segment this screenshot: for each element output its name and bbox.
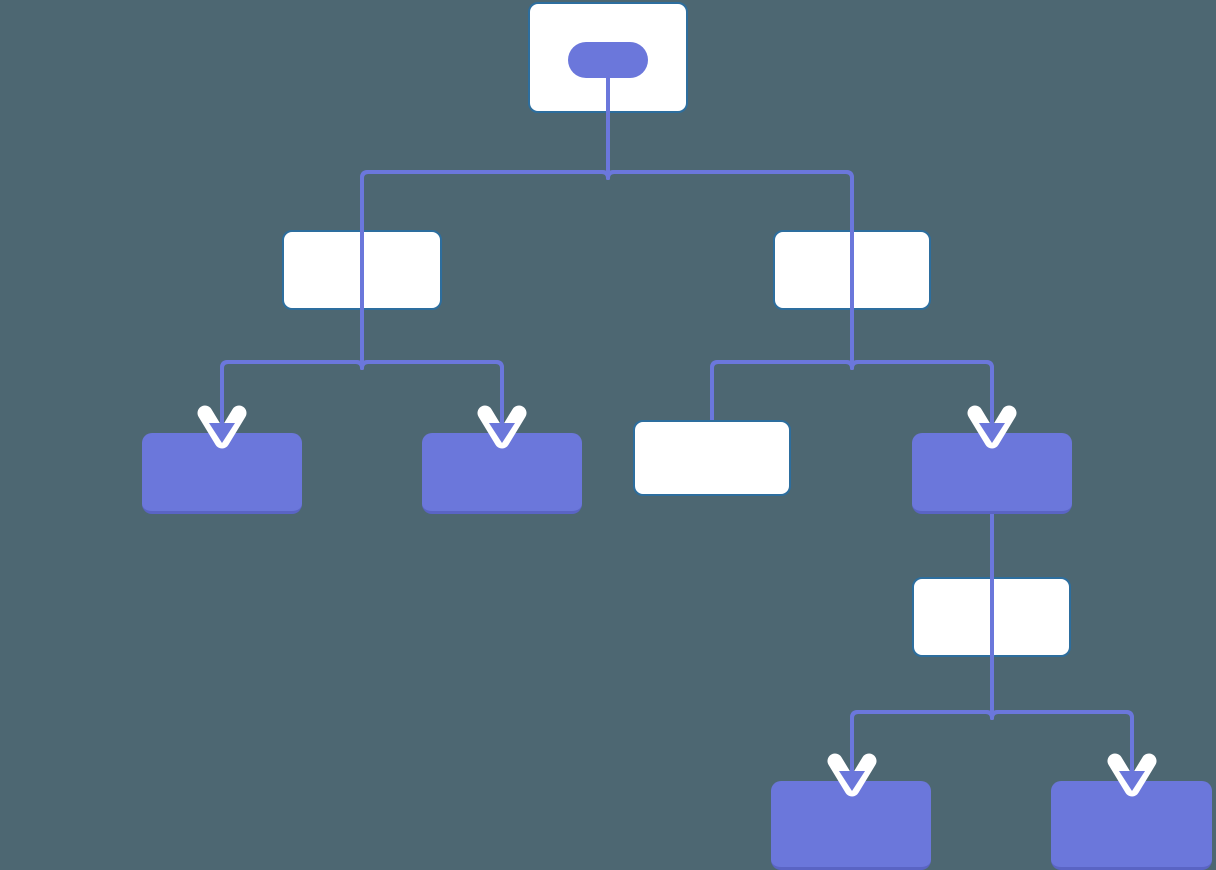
- node-n1[interactable]: [528, 2, 688, 113]
- edge-e8: [850, 657, 994, 778]
- edge-e9: [990, 657, 1134, 778]
- edge-e6: [850, 310, 994, 430]
- edge-e5: [710, 310, 854, 420]
- edge-e3: [220, 310, 364, 430]
- edge-through-e5: [710, 310, 854, 420]
- arrow-stem-e9: [1130, 749, 1134, 777]
- node-n2[interactable]: [282, 230, 442, 310]
- edge-through-group: [220, 58, 1134, 778]
- node-n10[interactable]: [1051, 781, 1212, 870]
- node-n6[interactable]: [633, 420, 791, 496]
- node-n8[interactable]: [912, 577, 1071, 657]
- edge-e4: [360, 310, 504, 430]
- arrow-stem-e8: [850, 749, 854, 777]
- edge-group: [220, 58, 1134, 778]
- node-pill-badge: [568, 42, 648, 78]
- arrow-stem-e4: [500, 401, 504, 429]
- node-n4[interactable]: [142, 433, 302, 514]
- node-n7[interactable]: [912, 433, 1072, 514]
- node-n5[interactable]: [422, 433, 582, 514]
- edge-through-e4: [360, 310, 504, 430]
- edge-through-e3: [220, 310, 364, 430]
- edge-through-e8: [850, 657, 994, 778]
- node-n3[interactable]: [773, 230, 931, 310]
- arrow-stem-e3: [220, 401, 224, 429]
- arrow-stem-e6: [990, 401, 994, 429]
- edge-through-e9: [990, 657, 1134, 778]
- node-n9[interactable]: [771, 781, 931, 870]
- edge-through-e6: [850, 310, 994, 430]
